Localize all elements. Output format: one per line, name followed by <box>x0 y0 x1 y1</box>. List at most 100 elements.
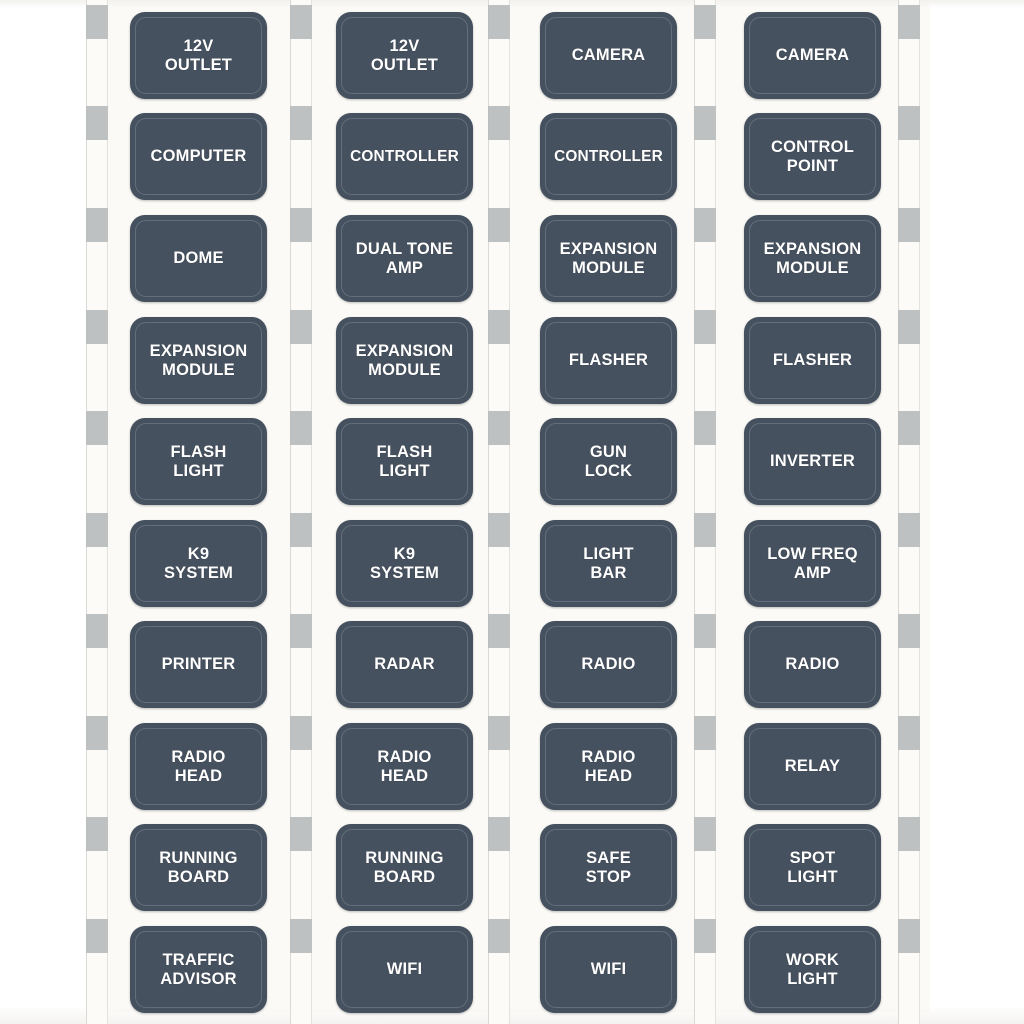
switch-label[interactable]: LOW FREQ AMP <box>744 520 881 607</box>
perforation-mark <box>694 817 716 851</box>
switch-label[interactable]: RADIO <box>540 621 677 708</box>
perforation-mark <box>898 310 920 344</box>
switch-label-text: COMPUTER <box>150 147 247 165</box>
switch-label[interactable]: RADIO <box>744 621 881 708</box>
switch-label[interactable]: DUAL TONE AMP <box>336 215 473 302</box>
switch-label-text: PRINTER <box>161 655 236 673</box>
switch-label[interactable]: EXPANSION MODULE <box>130 317 267 404</box>
perforation-mark <box>694 919 716 953</box>
perforation-mark <box>290 817 312 851</box>
switch-label-text: INVERTER <box>769 452 856 470</box>
perforation-mark <box>290 5 312 39</box>
switch-label-text: CONTROL POINT <box>771 137 854 175</box>
switch-label-text: K9 SYSTEM <box>369 544 440 582</box>
switch-label[interactable]: INVERTER <box>744 418 881 505</box>
switch-label-text: K9 SYSTEM <box>163 544 234 582</box>
perforation-mark <box>488 513 510 547</box>
switch-label-text: EXPANSION MODULE <box>559 239 658 277</box>
switch-label-text: RADIO HEAD <box>581 747 636 785</box>
perforation-mark <box>290 716 312 750</box>
switch-label-text: TRAFFIC ADVISOR <box>160 950 237 988</box>
perforation-mark <box>898 919 920 953</box>
switch-label[interactable]: CONTROLLER <box>540 113 677 200</box>
switch-label[interactable]: RADIO HEAD <box>336 723 473 810</box>
switch-label[interactable]: EXPANSION MODULE <box>540 215 677 302</box>
switch-label-text: LOW FREQ AMP <box>767 544 858 582</box>
switch-label-text: WIFI <box>590 960 627 978</box>
gutter-strip-1 <box>86 0 108 1024</box>
perforation-mark <box>694 411 716 445</box>
switch-label[interactable]: K9 SYSTEM <box>336 520 473 607</box>
switch-label[interactable]: RUNNING BOARD <box>130 824 267 911</box>
perforation-mark <box>694 716 716 750</box>
perforation-mark <box>694 208 716 242</box>
perforation-mark <box>86 106 108 140</box>
switch-label[interactable]: EXPANSION MODULE <box>336 317 473 404</box>
switch-label[interactable]: 12V OUTLET <box>130 12 267 99</box>
switch-label[interactable]: RADIO HEAD <box>540 723 677 810</box>
perforation-mark <box>898 817 920 851</box>
switch-label-text: FLASHER <box>772 351 853 369</box>
switch-label[interactable]: RADAR <box>336 621 473 708</box>
label-column-3: CAMERA CONTROLLER EXPANSION MODULE FLASHER G… <box>540 0 700 1024</box>
switch-label-text: RUNNING BOARD <box>159 848 238 886</box>
switch-label-text: WIFI <box>386 960 423 978</box>
switch-label[interactable]: CAMERA <box>744 12 881 99</box>
switch-label-text: DUAL TONE AMP <box>355 239 454 277</box>
perforation-mark <box>898 5 920 39</box>
perforation-mark <box>694 513 716 547</box>
switch-label[interactable]: PRINTER <box>130 621 267 708</box>
gutter-strip-5 <box>898 0 920 1024</box>
switch-label[interactable]: COMPUTER <box>130 113 267 200</box>
perforation-mark <box>86 208 108 242</box>
switch-label[interactable]: EXPANSION MODULE <box>744 215 881 302</box>
label-column-4: CAMERA CONTROL POINT EXPANSION MODULE FLASH… <box>744 0 904 1024</box>
perforation-mark <box>694 614 716 648</box>
switch-label[interactable]: RELAY <box>744 723 881 810</box>
switch-label[interactable]: FLASHER <box>744 317 881 404</box>
switch-label-text: EXPANSION MODULE <box>763 239 862 277</box>
switch-label[interactable]: WIFI <box>540 926 677 1013</box>
switch-label[interactable]: RUNNING BOARD <box>336 824 473 911</box>
switch-label[interactable]: LIGHT BAR <box>540 520 677 607</box>
switch-label[interactable]: DOME <box>130 215 267 302</box>
switch-label[interactable]: CONTROLLER <box>336 113 473 200</box>
perforation-mark <box>488 817 510 851</box>
switch-label[interactable]: FLASH LIGHT <box>336 418 473 505</box>
switch-label[interactable]: CONTROL POINT <box>744 113 881 200</box>
switch-label-text: SPOT LIGHT <box>787 848 838 886</box>
perforation-mark <box>86 411 108 445</box>
switch-label[interactable]: TRAFFIC ADVISOR <box>130 926 267 1013</box>
switch-label-text: CAMERA <box>571 46 646 64</box>
perforation-mark <box>898 106 920 140</box>
gutter-strip-2 <box>290 0 312 1024</box>
perforation-mark <box>488 411 510 445</box>
switch-label[interactable]: FLASH LIGHT <box>130 418 267 505</box>
perforation-mark <box>694 5 716 39</box>
perforation-mark <box>898 614 920 648</box>
perforation-mark <box>488 106 510 140</box>
switch-label[interactable]: WORK LIGHT <box>744 926 881 1013</box>
switch-label-text: FLASH LIGHT <box>170 442 227 480</box>
switch-label-text: GUN LOCK <box>584 442 633 480</box>
switch-label[interactable]: K9 SYSTEM <box>130 520 267 607</box>
switch-label[interactable]: CAMERA <box>540 12 677 99</box>
switch-label[interactable]: RADIO HEAD <box>130 723 267 810</box>
switch-label[interactable]: FLASHER <box>540 317 677 404</box>
scan-tint-top <box>0 0 1024 8</box>
switch-label[interactable]: WIFI <box>336 926 473 1013</box>
switch-label-text: EXPANSION MODULE <box>149 341 248 379</box>
perforation-mark <box>290 411 312 445</box>
switch-label-text: DOME <box>173 249 224 267</box>
perforation-mark <box>898 716 920 750</box>
gutter-strip-4 <box>694 0 716 1024</box>
switch-label[interactable]: SAFE STOP <box>540 824 677 911</box>
perforation-mark <box>290 614 312 648</box>
switch-label[interactable]: GUN LOCK <box>540 418 677 505</box>
switch-label-text: RADIO <box>785 655 840 673</box>
switch-label[interactable]: SPOT LIGHT <box>744 824 881 911</box>
perforation-mark <box>898 411 920 445</box>
perforation-mark <box>290 106 312 140</box>
switch-label-text: FLASH LIGHT <box>376 442 433 480</box>
switch-label[interactable]: 12V OUTLET <box>336 12 473 99</box>
